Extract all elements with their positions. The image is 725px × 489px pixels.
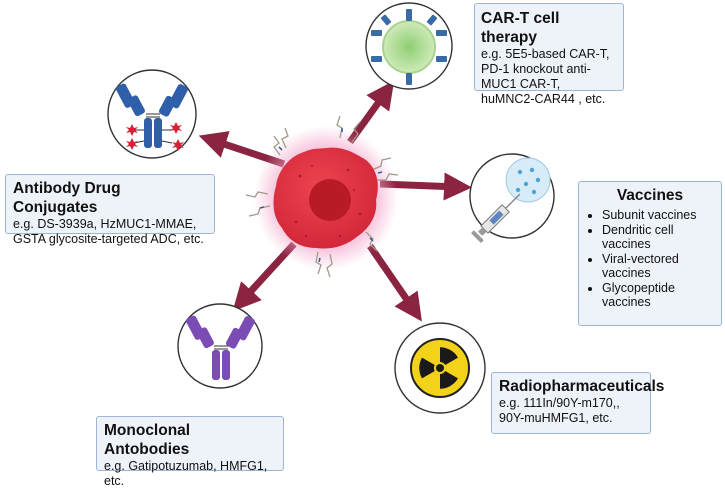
car-t-cell-icon [365, 2, 453, 90]
vaccines-list: Subunit vaccines Dendritic cell vaccines… [585, 208, 715, 310]
adc-antibody-icon [107, 69, 197, 159]
list-item: Dendritic cell vaccines [602, 223, 715, 252]
list-item: Viral-vectored vaccines [602, 252, 715, 281]
mab-title: Monoclonal Antobodies [104, 422, 191, 458]
radio-title: Radiopharmaceuticals [499, 378, 665, 395]
diagram-canvas [107, 2, 555, 414]
list-item: Glycopeptide vaccines [602, 281, 715, 310]
car-t-therapy-box: CAR-T cell therapy e.g. 5E5-based CAR-T,… [474, 3, 624, 106]
adc-box: Antibody Drug Conjugates e.g. DS-3939a, … [5, 174, 215, 246]
car-t-examples: e.g. 5E5-based CAR-T, PD-1 knockout anti… [481, 47, 610, 106]
list-item: Subunit vaccines [602, 208, 715, 223]
arrow-to-radio [367, 244, 422, 322]
monoclonal-antibody-icon [177, 303, 263, 389]
vaccine-syringe-icon [469, 153, 555, 243]
vaccines-box: Vaccines Subunit vaccines Dendritic cell… [578, 181, 722, 326]
radiopharmaceuticals-box: Radiopharmaceuticals e.g. 111In/90Y-m170… [491, 372, 665, 434]
radiation-icon [394, 322, 486, 414]
adc-title: Antibody Drug Conjugates [13, 180, 121, 216]
monoclonal-antibodies-box: Monoclonal Antobodies e.g. Gatipotuzumab… [96, 416, 284, 488]
tumor-cell-icon [245, 115, 399, 278]
mab-examples: e.g. Gatipotuzumab, HMFG1, etc. [104, 459, 268, 488]
radio-examples: e.g. 111In/90Y-m170,, 90Y-muHMFG1, etc. [499, 396, 620, 425]
car-t-title: CAR-T cell therapy [481, 10, 560, 46]
adc-examples: e.g. DS-3939a, HzMUC1-MMAE, GSTA glycosi… [13, 217, 204, 246]
vaccines-title: Vaccines [616, 187, 684, 204]
